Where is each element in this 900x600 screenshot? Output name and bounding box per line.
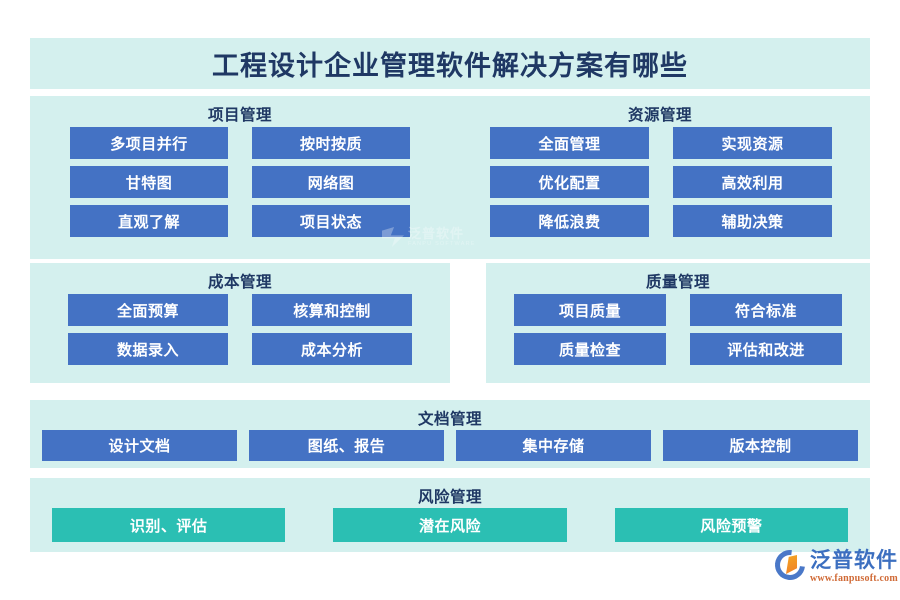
chip-project-5[interactable]: 项目状态: [252, 205, 410, 237]
brand-name: 泛普软件: [810, 549, 898, 572]
chip-resource-5[interactable]: 辅助决策: [673, 205, 832, 237]
chip-project-3[interactable]: 网络图: [252, 166, 410, 198]
chip-grid-cost: 全面预算 核算和控制 数据录入 成本分析: [30, 294, 450, 365]
chip-grid-risk: 识别、评估 潜在风险 风险预警: [30, 508, 870, 542]
chip-quality-0[interactable]: 项目质量: [514, 294, 666, 326]
chip-resource-1[interactable]: 实现资源: [673, 127, 832, 159]
section-cost-management: 成本管理 全面预算 核算和控制 数据录入 成本分析: [30, 263, 450, 383]
chip-document-3[interactable]: 版本控制: [663, 430, 858, 461]
page-title-band: 工程设计企业管理软件解决方案有哪些: [30, 38, 870, 89]
chip-cost-0[interactable]: 全面预算: [68, 294, 228, 326]
chip-project-1[interactable]: 按时按质: [252, 127, 410, 159]
chip-grid-quality: 项目质量 符合标准 质量检查 评估和改进: [486, 294, 870, 365]
logo-blade-shape: [786, 555, 797, 574]
chip-risk-1[interactable]: 潜在风险: [333, 508, 567, 542]
section-heading-risk: 风险管理: [417, 489, 482, 506]
section-document-management: 文档管理 设计文档 图纸、报告 集中存储 版本控制: [30, 400, 870, 468]
chip-risk-2[interactable]: 风险预警: [614, 508, 848, 542]
chip-risk-0[interactable]: 识别、评估: [52, 508, 286, 542]
chip-cost-2[interactable]: 数据录入: [68, 333, 228, 365]
chip-cost-3[interactable]: 成本分析: [252, 333, 412, 365]
chip-project-0[interactable]: 多项目并行: [70, 127, 228, 159]
chip-grid-document: 设计文档 图纸、报告 集中存储 版本控制: [30, 430, 870, 461]
section-heading-resource: 资源管理: [627, 107, 692, 124]
brand-logo: 泛普软件 www.fanpusoft.com: [768, 543, 898, 587]
chip-resource-0[interactable]: 全面管理: [490, 127, 649, 159]
section-project-management: 项目管理 多项目并行 按时按质 甘特图 网络图 直观了解 项目状态: [30, 96, 450, 259]
section-risk-management: 风险管理 识别、评估 潜在风险 风险预警: [30, 478, 870, 552]
chip-resource-4[interactable]: 降低浪费: [490, 205, 649, 237]
chip-quality-2[interactable]: 质量检查: [514, 333, 666, 365]
chip-resource-3[interactable]: 高效利用: [673, 166, 832, 198]
section-heading-quality: 质量管理: [645, 274, 710, 291]
fanpu-logo-icon: [768, 543, 812, 587]
page-title: 工程设计企业管理软件解决方案有哪些: [212, 51, 688, 81]
chip-project-2[interactable]: 甘特图: [70, 166, 228, 198]
chip-quality-3[interactable]: 评估和改进: [690, 333, 842, 365]
chip-document-1[interactable]: 图纸、报告: [249, 430, 444, 461]
chip-grid-project: 多项目并行 按时按质 甘特图 网络图 直观了解 项目状态: [30, 127, 450, 237]
chip-document-2[interactable]: 集中存储: [456, 430, 651, 461]
infographic-root: 工程设计企业管理软件解决方案有哪些 项目管理 多项目并行 按时按质 甘特图 网络…: [30, 0, 870, 600]
section-quality-management: 质量管理 项目质量 符合标准 质量检查 评估和改进: [486, 263, 870, 383]
section-heading-cost: 成本管理: [207, 274, 272, 291]
chip-project-4[interactable]: 直观了解: [70, 205, 228, 237]
chip-cost-1[interactable]: 核算和控制: [252, 294, 412, 326]
section-heading-document: 文档管理: [417, 411, 482, 428]
brand-url: www.fanpusoft.com: [810, 573, 898, 584]
section-row-top: 项目管理 多项目并行 按时按质 甘特图 网络图 直观了解 项目状态 资源管理 全…: [30, 96, 870, 259]
chip-resource-2[interactable]: 优化配置: [490, 166, 649, 198]
chip-document-0[interactable]: 设计文档: [42, 430, 237, 461]
section-heading-project: 项目管理: [207, 107, 272, 124]
chip-quality-1[interactable]: 符合标准: [690, 294, 842, 326]
brand-texts: 泛普软件 www.fanpusoft.com: [810, 550, 898, 584]
section-resource-management: 资源管理 全面管理 实现资源 优化配置 高效利用 降低浪费 辅助决策: [450, 96, 870, 259]
chip-grid-resource: 全面管理 实现资源 优化配置 高效利用 降低浪费 辅助决策: [450, 127, 870, 237]
